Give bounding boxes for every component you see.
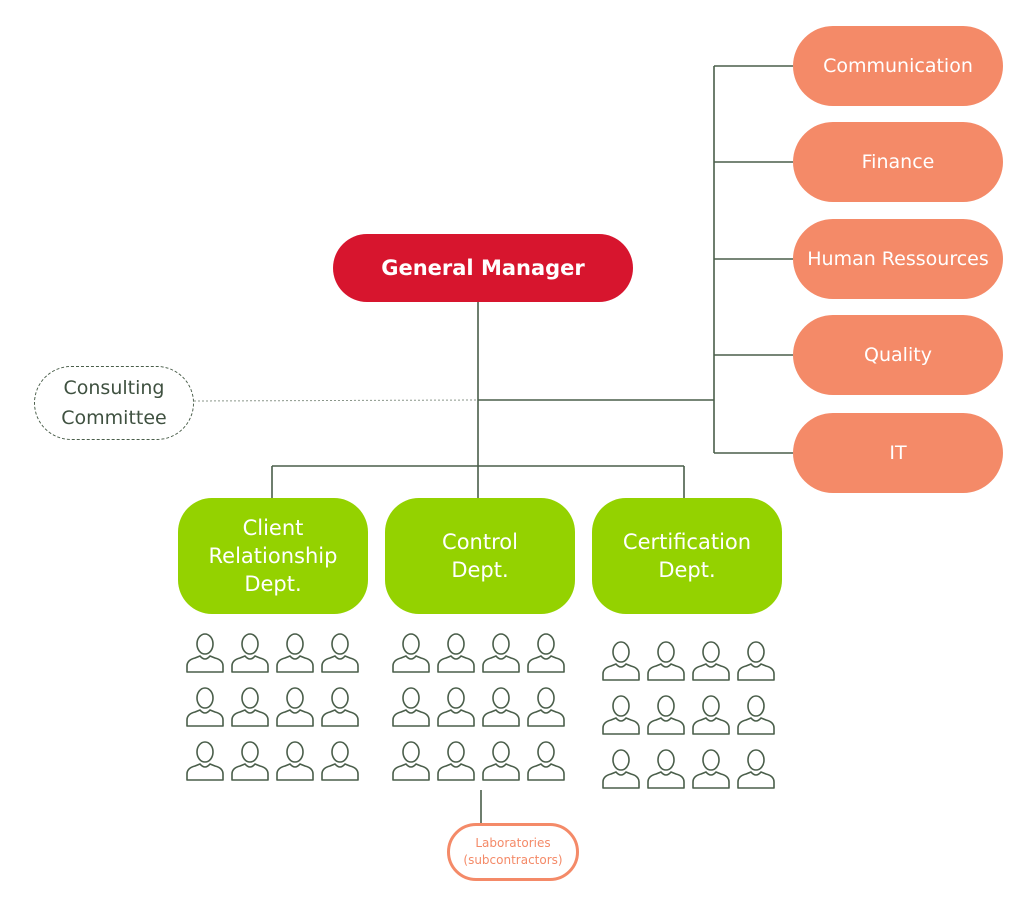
certification-staff <box>598 634 778 796</box>
dept-label-line: Control <box>442 530 518 554</box>
person-icon <box>182 626 227 680</box>
dept-label-line: Certification <box>622 530 752 554</box>
client-relationship-dept-box: Client Relationship Dept. <box>178 498 368 614</box>
quality-label: Quality <box>864 344 932 366</box>
person-icon <box>272 626 317 680</box>
dept-label-line: Dept. <box>451 558 509 582</box>
person-icon <box>643 634 688 688</box>
general-manager-label: General Manager <box>381 256 585 280</box>
control-dept-box: Control Dept. <box>385 498 575 614</box>
person-icon <box>317 626 362 680</box>
person-icon <box>523 680 568 734</box>
person-icon <box>733 742 778 796</box>
person-icon <box>523 734 568 788</box>
it-box: IT <box>793 413 1003 493</box>
person-icon <box>272 680 317 734</box>
person-icon <box>733 688 778 742</box>
dept-label-line: Dept. <box>244 572 302 596</box>
it-label: IT <box>889 442 907 464</box>
finance-box: Finance <box>793 122 1003 202</box>
person-icon <box>643 688 688 742</box>
laboratories-line2: (subcontractors) <box>463 853 563 867</box>
client-relationship-staff <box>182 626 362 788</box>
human-ressources-label: Human Ressources <box>807 248 989 270</box>
quality-box: Quality <box>793 315 1003 395</box>
person-icon <box>388 734 433 788</box>
human-ressources-box: Human Ressources <box>793 219 1003 299</box>
consulting-committee-box: Consulting Committee <box>34 366 194 440</box>
person-icon <box>433 626 478 680</box>
person-icon <box>688 688 733 742</box>
person-icon <box>227 626 272 680</box>
person-icon <box>227 734 272 788</box>
laboratories-box: Laboratories (subcontractors) <box>447 823 579 881</box>
general-manager-box: General Manager <box>333 234 633 302</box>
person-icon <box>688 634 733 688</box>
laboratories-line1: Laboratories <box>475 836 551 850</box>
person-icon <box>478 734 523 788</box>
person-icon <box>478 680 523 734</box>
consulting-committee-line1: Consulting <box>63 377 165 399</box>
person-icon <box>227 680 272 734</box>
communication-label: Communication <box>823 55 973 77</box>
dept-label-line: Relationship <box>208 544 338 568</box>
person-icon <box>598 688 643 742</box>
consulting-committee-line2: Committee <box>61 407 167 429</box>
person-icon <box>388 680 433 734</box>
person-icon <box>182 680 227 734</box>
person-icon <box>598 742 643 796</box>
communication-box: Communication <box>793 26 1003 106</box>
person-icon <box>478 626 523 680</box>
person-icon <box>733 634 778 688</box>
person-icon <box>433 734 478 788</box>
dept-label-line: Dept. <box>658 558 716 582</box>
control-staff <box>388 626 568 788</box>
person-icon <box>643 742 688 796</box>
person-icon <box>272 734 317 788</box>
person-icon <box>433 680 478 734</box>
person-icon <box>688 742 733 796</box>
connector-consulting-dotted <box>193 399 479 402</box>
finance-label: Finance <box>861 151 935 173</box>
person-icon <box>317 734 362 788</box>
person-icon <box>388 626 433 680</box>
person-icon <box>598 634 643 688</box>
certification-dept-box: Certification Dept. <box>592 498 782 614</box>
person-icon <box>182 734 227 788</box>
person-icon <box>523 626 568 680</box>
dept-label-line: Client <box>242 516 304 540</box>
person-icon <box>317 680 362 734</box>
